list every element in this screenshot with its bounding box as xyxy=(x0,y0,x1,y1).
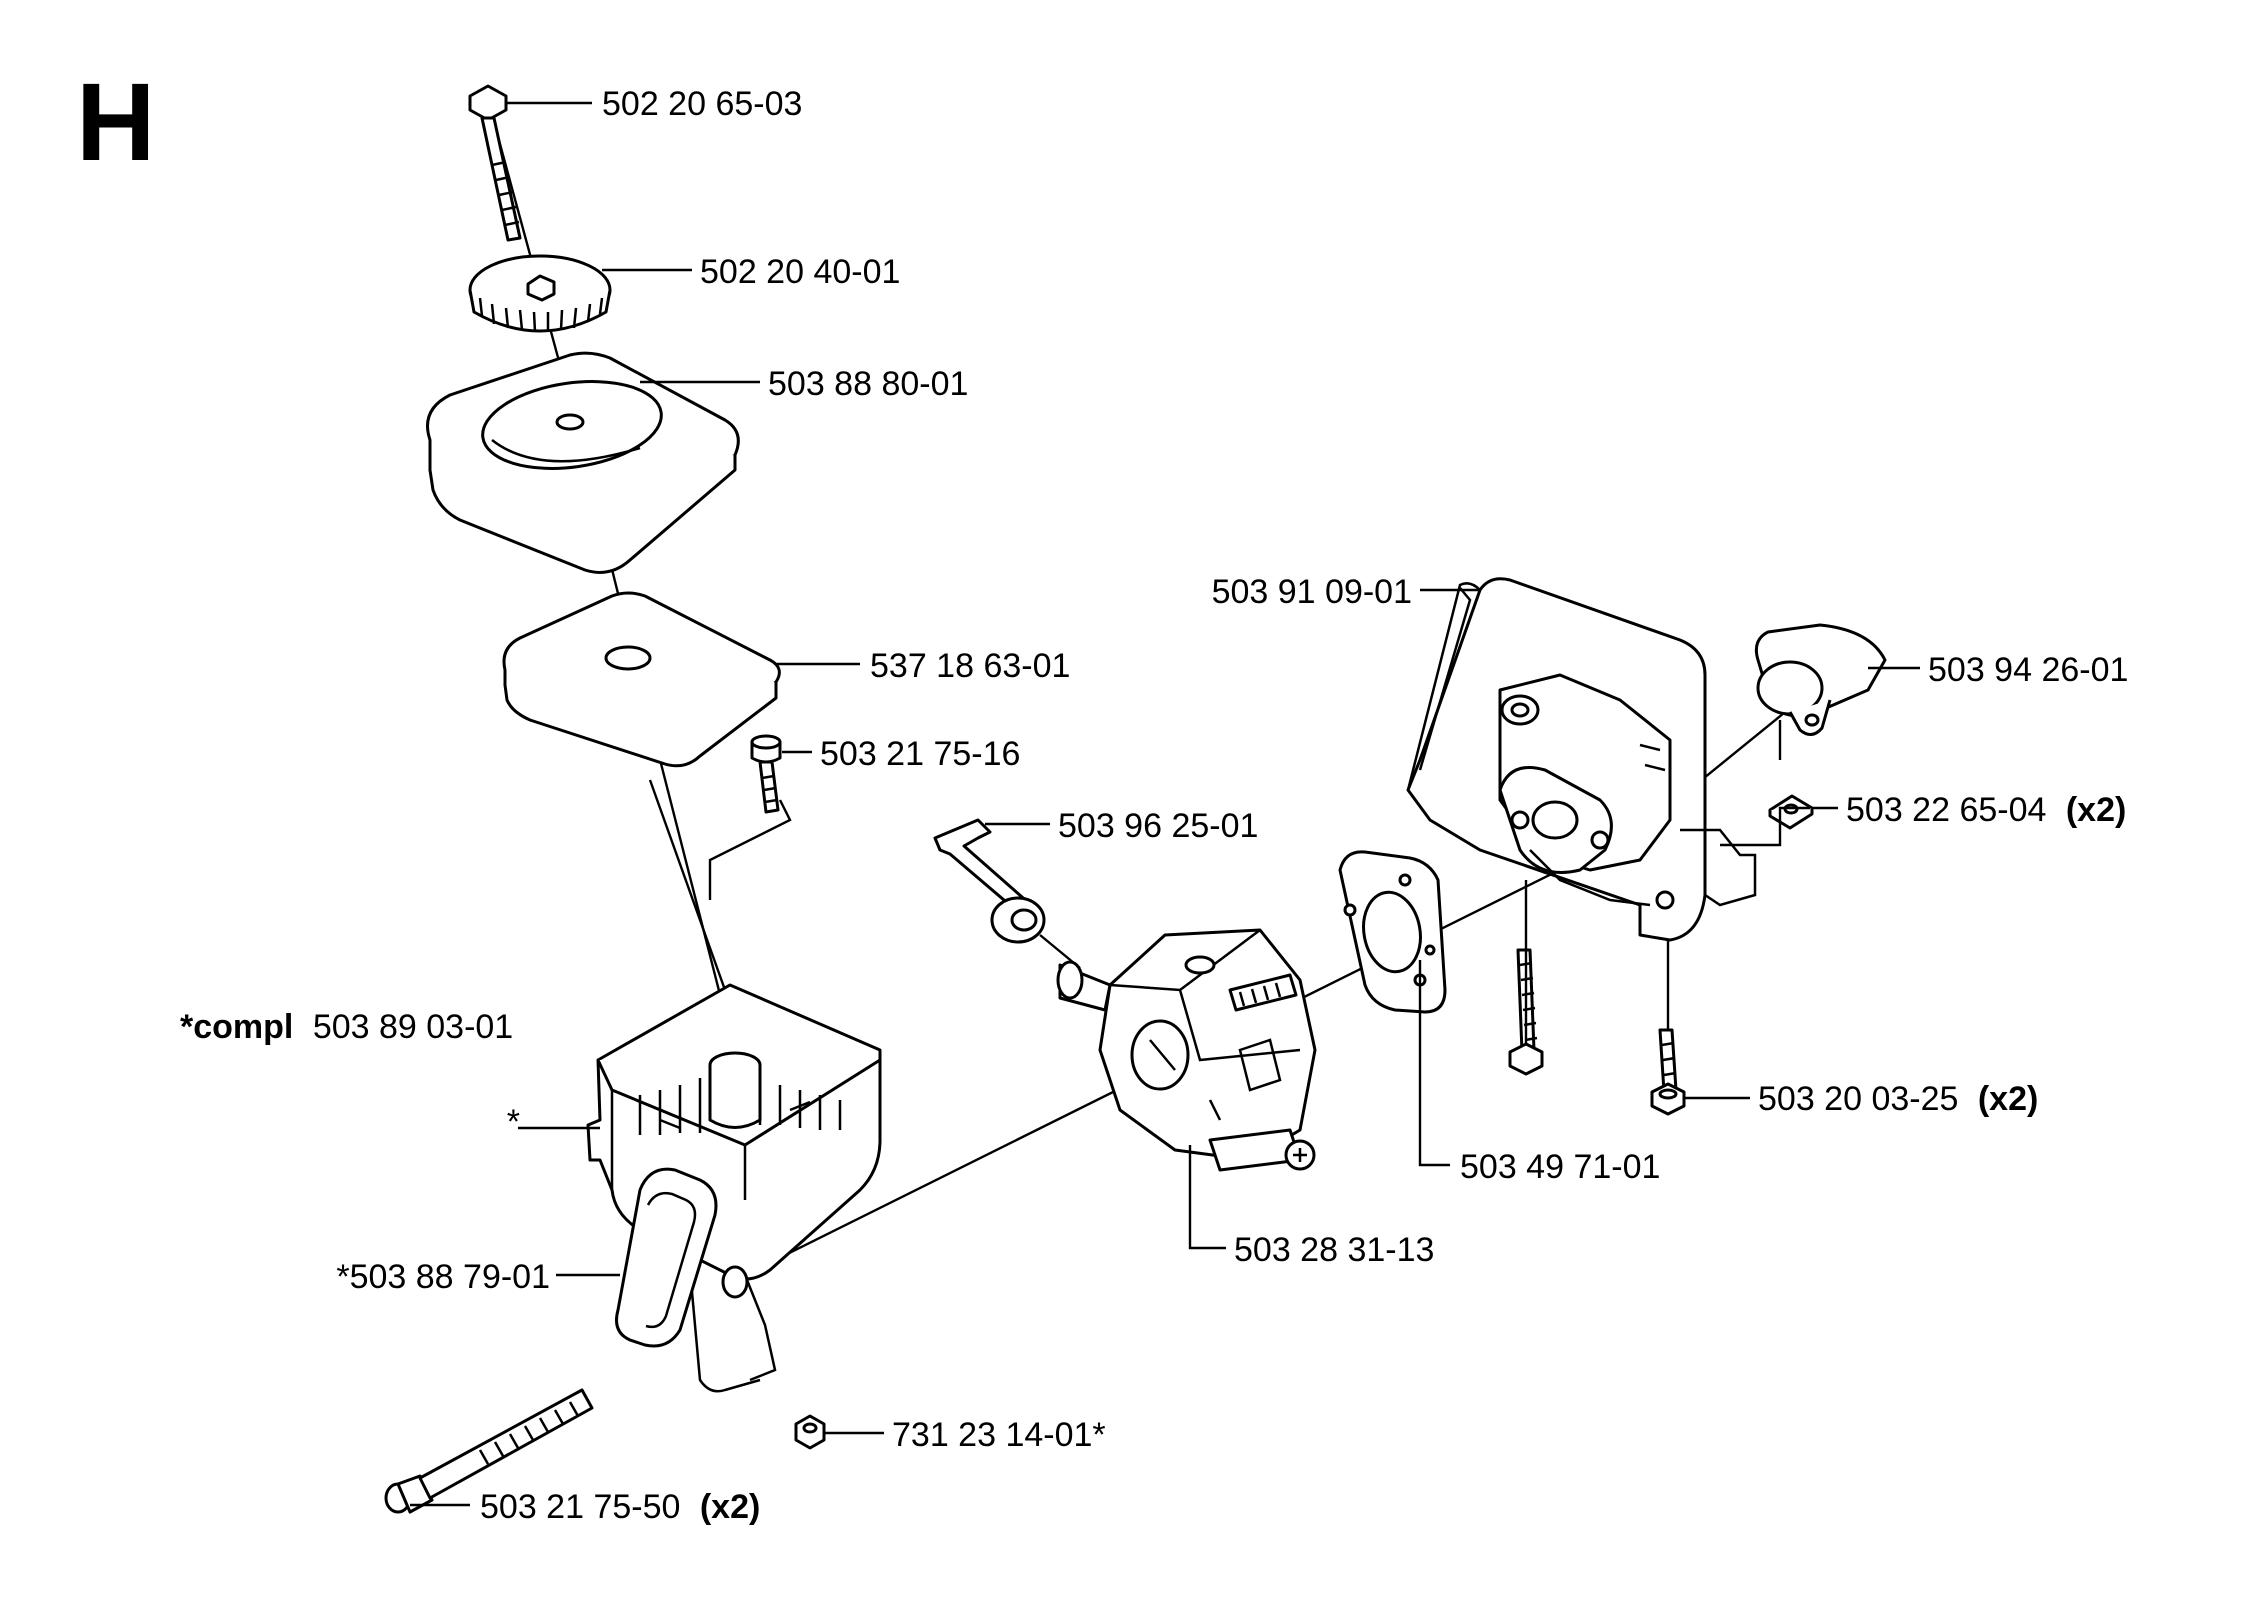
label-503-88-79-01: *503 88 79-01 xyxy=(336,1258,550,1296)
carburetor-503-28-31-13-drawing xyxy=(1056,928,1317,1172)
gasket-503-49-71-01-drawing xyxy=(1338,850,1447,1014)
label-asterisk: * xyxy=(507,1103,520,1141)
bracket-503-91-09-01-drawing xyxy=(1406,577,1757,942)
label-compl-503-89-03-01: *compl 503 89 03-01 xyxy=(180,1008,513,1046)
section-letter: H xyxy=(76,61,155,184)
label-503-22-65-04: 503 22 65-04 (x2) xyxy=(1846,791,2126,829)
label-503-91-09-01: 503 91 09-01 xyxy=(1212,573,1412,611)
long-bolt-503-21-75-50-drawing xyxy=(384,1388,594,1514)
label-731-23-14-01: 731 23 14-01* xyxy=(892,1416,1106,1454)
label-503-22-65-04-qty: (x2) xyxy=(2066,791,2126,829)
screw-503-21-75-16-drawing xyxy=(708,734,792,900)
leader-lines xyxy=(410,101,1920,1507)
label-502-20-65-03: 502 20 65-03 xyxy=(602,85,802,123)
label-503-28-31-13: 503 28 31-13 xyxy=(1234,1231,1434,1269)
bolt-502-20-65-03-drawing xyxy=(468,84,522,242)
fitting-503-96-25-01-drawing xyxy=(933,818,1081,969)
label-503-20-03-25: 503 20 03-25 (x2) xyxy=(1758,1080,2038,1118)
label-503-88-80-01: 503 88 80-01 xyxy=(768,365,968,403)
label-503-21-75-16: 503 21 75-16 xyxy=(820,735,1020,773)
label-503-21-75-50: 503 21 75-50 (x2) xyxy=(480,1488,760,1526)
label-503-96-25-01: 503 96 25-01 xyxy=(1058,807,1258,845)
label-503-22-65-04-number: 503 22 65-04 xyxy=(1846,791,2046,829)
label-503-20-03-25-qty: (x2) xyxy=(1978,1080,2038,1118)
filter-element-537-18-63-01-drawing xyxy=(502,591,781,768)
label-compl-number: 503 89 03-01 xyxy=(313,1008,513,1046)
label-503-21-75-50-qty: (x2) xyxy=(700,1488,760,1526)
label-503-49-71-01: 503 49 71-01 xyxy=(1460,1148,1660,1186)
screws-503-20-03-25-drawing xyxy=(1508,880,1686,1116)
square-nut-503-22-65-04-drawing xyxy=(1768,794,1814,830)
air-filter-cover-503-88-80-01-drawing xyxy=(426,351,740,574)
part-503-88-79-01-drawing xyxy=(615,1167,749,1348)
label-compl-prefix: *compl xyxy=(180,1008,293,1046)
label-502-20-40-01: 502 20 40-01 xyxy=(700,253,900,291)
label-537-18-63-01: 537 18 63-01 xyxy=(870,647,1070,685)
nut-731-23-14-01-drawing xyxy=(794,1414,826,1450)
label-503-21-75-50-number: 503 21 75-50 xyxy=(480,1488,680,1526)
label-503-20-03-25-number: 503 20 03-25 xyxy=(1758,1080,1958,1118)
boot-503-94-26-01-drawing xyxy=(1754,623,1887,736)
knob-502-20-40-01-drawing xyxy=(468,254,612,333)
label-503-94-26-01: 503 94 26-01 xyxy=(1928,651,2128,689)
